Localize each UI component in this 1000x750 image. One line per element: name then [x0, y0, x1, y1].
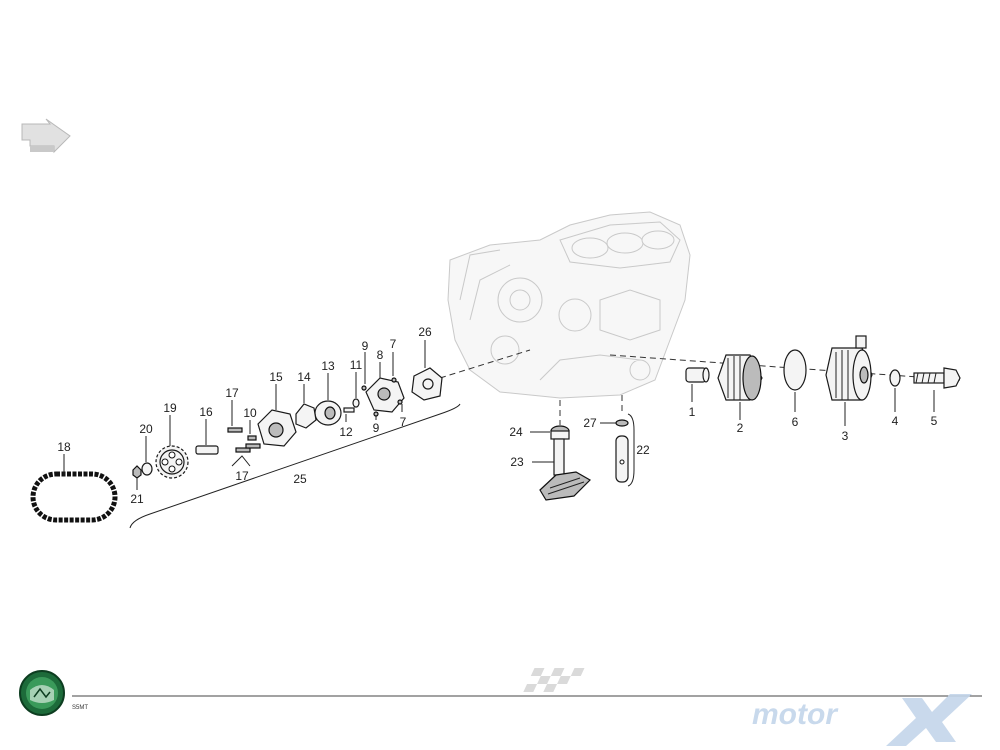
callout-7-top: 7 [390, 337, 397, 351]
callout-1: 1 [689, 405, 696, 419]
brand-watermark-text: motor [752, 698, 839, 731]
part-5-bolt [913, 367, 961, 389]
brand-watermark: motor [523, 668, 972, 746]
callout-25: 25 [293, 472, 307, 486]
part-6-o-ring [783, 349, 807, 391]
part-17-screws [227, 427, 261, 453]
callout-10: 10 [243, 406, 257, 420]
part-15-pump-body [257, 409, 297, 447]
part-19-sprocket [155, 445, 189, 479]
part-2-oil-filter [717, 354, 763, 401]
part-18-drive-chain [30, 471, 118, 523]
part-24-strainer-neck [550, 425, 570, 440]
callout-13: 13 [321, 359, 335, 373]
callout-16: 16 [199, 405, 213, 419]
part-21-nut [132, 465, 142, 479]
part-23-oil-strainer [539, 438, 591, 501]
callout-4: 4 [892, 414, 899, 428]
part-26-gasket [411, 367, 443, 401]
callout-8: 8 [377, 348, 384, 362]
model-code: S5MT [72, 705, 88, 711]
callout-26: 26 [418, 325, 432, 339]
callout-5: 5 [931, 414, 938, 428]
part-20-washer [141, 462, 153, 476]
small-pins [343, 377, 403, 417]
callout-22: 22 [636, 443, 650, 457]
brand-x-mark [886, 694, 972, 746]
callout-7-bottom: 7 [400, 415, 407, 429]
callout-14: 14 [297, 370, 311, 384]
callout-12: 12 [339, 425, 353, 439]
callout-labels: 1 2 6 3 4 5 26 7 9 8 11 13 14 15 17 19 1… [57, 325, 937, 506]
checkered-flag-icon [523, 668, 585, 692]
callout-21: 21 [130, 492, 144, 506]
callout-6: 6 [792, 415, 799, 429]
callout-17-bottom: 17 [235, 469, 249, 483]
part-1-bush [685, 367, 710, 383]
leader-lines [63, 340, 935, 529]
part-3-oil-cooler [825, 335, 873, 401]
callout-9-bottom: 9 [373, 421, 380, 435]
callout-19: 19 [163, 401, 177, 415]
callout-17-top: 17 [225, 386, 239, 400]
callout-9-top: 9 [362, 339, 369, 353]
part-8-pump-cover [365, 377, 405, 413]
callout-20: 20 [139, 422, 153, 436]
callout-15: 15 [269, 370, 283, 384]
assembly-axis-left [439, 349, 531, 379]
engine-block [447, 211, 691, 399]
callout-11: 11 [350, 358, 363, 372]
callout-18: 18 [57, 440, 71, 454]
callout-3: 3 [842, 429, 849, 443]
part-10-pin [247, 435, 257, 441]
part-13-rotor [314, 400, 342, 426]
direction-arrow-icon [21, 118, 71, 154]
callout-2: 2 [737, 421, 744, 435]
part-22-relief-valve [615, 419, 629, 483]
part-4-washer [889, 369, 901, 387]
callout-27: 27 [583, 416, 597, 430]
part-16-shaft [195, 445, 219, 455]
callout-23: 23 [510, 455, 524, 469]
brand-logo-icon [19, 670, 65, 716]
part-14-inner-rotor [295, 403, 317, 429]
callout-24: 24 [509, 425, 523, 439]
